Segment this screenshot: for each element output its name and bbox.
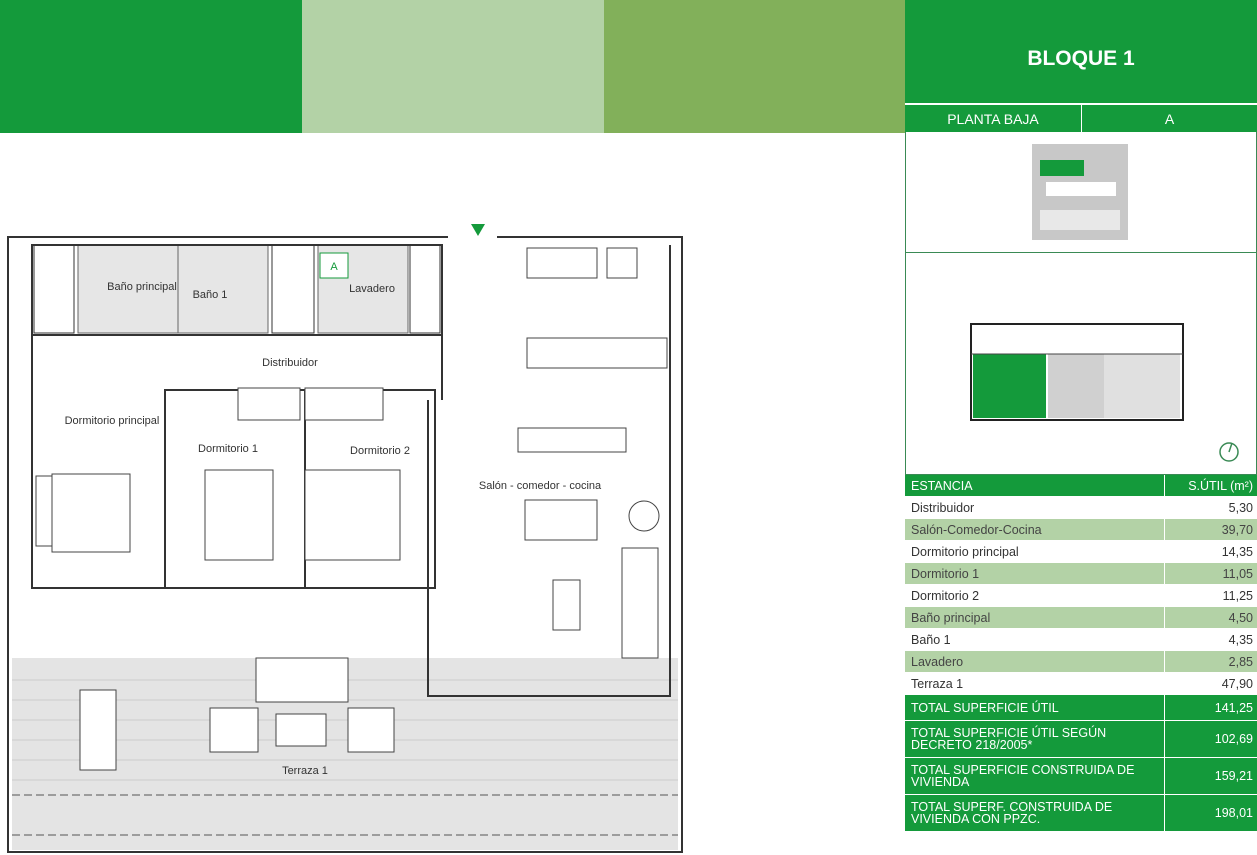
room-label-bano-1: Baño 1 [193, 289, 228, 301]
room-label-terraza: Terraza 1 [282, 765, 328, 777]
room-label-distribuidor: Distribuidor [262, 357, 318, 369]
room-label-bano-principal: Baño principal [107, 281, 177, 293]
room-name: Lavadero [905, 650, 1165, 673]
floor-unit-row: PLANTA BAJA A [905, 105, 1257, 132]
total-label: TOTAL SUPERFICIE ÚTIL SEGÚN DECRETO 218/… [905, 720, 1165, 758]
room-area: 47,90 [1164, 672, 1257, 695]
total-label: TOTAL SUPERFICIE ÚTIL [905, 694, 1165, 721]
room-name: Dormitorio 1 [905, 562, 1165, 585]
header-band-3 [604, 0, 905, 133]
room-name: Baño principal [905, 606, 1165, 629]
key-plan-image [970, 323, 1239, 462]
total-label: TOTAL SUPERF. CONSTRUIDA DE VIVIENDA CON… [905, 794, 1165, 832]
room-area: 11,05 [1164, 562, 1257, 585]
room-area: 4,50 [1164, 606, 1257, 629]
total-label: TOTAL SUPERFICIE CONSTRUIDA DE VIVIENDA [905, 757, 1165, 795]
room-name: Dormitorio 2 [905, 584, 1165, 607]
total-value: 141,25 [1164, 694, 1257, 721]
room-label-dormitorio-2: Dormitorio 2 [350, 445, 410, 457]
room-area: 39,70 [1164, 518, 1257, 541]
room-name: Terraza 1 [905, 672, 1165, 695]
room-name: Dormitorio principal [905, 540, 1165, 563]
info-panel: BLOQUE 1 PLANTA BAJA A ESTANCIA S.ÚTIL (… [905, 0, 1257, 855]
site-plan-image [1032, 144, 1128, 240]
room-area: 11,25 [1164, 584, 1257, 607]
column-header-room: ESTANCIA [905, 475, 1165, 497]
column-header-area: S.ÚTIL (m²) [1164, 475, 1257, 497]
floor-label: PLANTA BAJA [905, 105, 1082, 132]
room-label-dormitorio-1: Dormitorio 1 [198, 443, 258, 455]
room-label-dormitorio-principal: Dormitorio principal [65, 415, 160, 427]
site-plan-thumbnail [905, 132, 1257, 253]
north-arrow-icon [1219, 442, 1239, 462]
unit-label: A [1164, 110, 1175, 127]
total-value: 198,01 [1164, 794, 1257, 832]
total-value: 102,69 [1164, 720, 1257, 758]
room-area: 4,35 [1164, 628, 1257, 651]
table-header: ESTANCIA S.ÚTIL (m²) [905, 475, 1257, 497]
floor-plan: A Baño principal Baño 1 Lavadero Distrib… [7, 224, 683, 853]
room-label-lavadero: Lavadero [349, 283, 395, 295]
room-label-salon: Salón - comedor - cocina [479, 480, 602, 492]
total-row: TOTAL SUPERF. CONSTRUIDA DE VIVIENDA CON… [905, 794, 1257, 832]
room-area: 14,35 [1164, 540, 1257, 563]
lavadero-tag: A [330, 261, 338, 273]
room-name: Baño 1 [905, 628, 1165, 651]
header-band-1 [0, 0, 302, 133]
room-name: Distribuidor [905, 496, 1165, 519]
floor-key-plan [905, 252, 1257, 475]
block-title: BLOQUE 1 [905, 0, 1257, 103]
total-value: 159,21 [1164, 757, 1257, 795]
entrance-arrow-icon [471, 224, 485, 236]
room-area: 5,30 [1164, 496, 1257, 519]
room-name: Salón-Comedor-Cocina [905, 518, 1165, 541]
room-area: 2,85 [1164, 650, 1257, 673]
header-band-2 [302, 0, 604, 133]
total-row: TOTAL SUPERFICIE ÚTIL SEGÚN DECRETO 218/… [905, 720, 1257, 758]
